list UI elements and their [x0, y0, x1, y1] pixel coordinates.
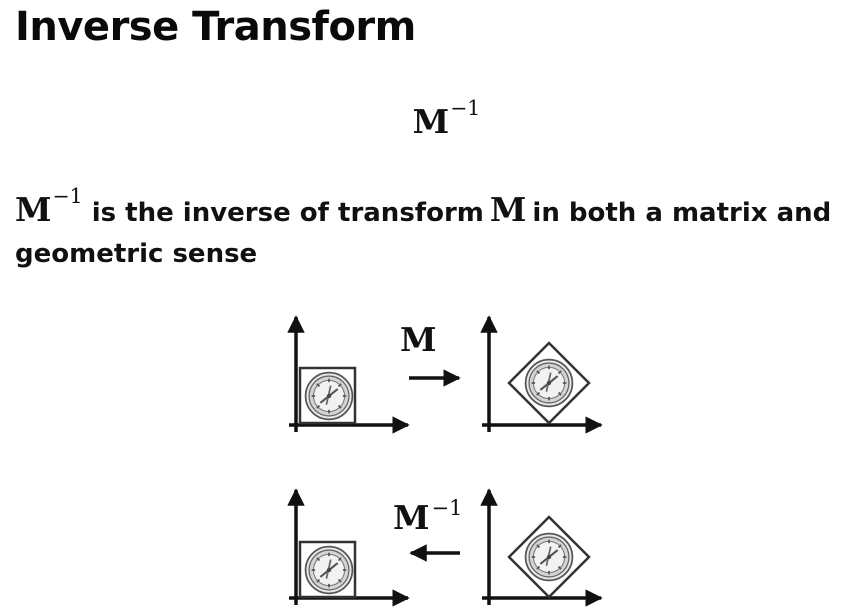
desc-text-a: is the inverse of transform — [91, 198, 484, 228]
centered-formula: M−1 — [0, 95, 845, 146]
clock-icon — [524, 532, 574, 582]
slide-title: Inverse Transform — [15, 4, 416, 50]
formula-m-inverse: M−1 — [412, 95, 481, 141]
desc-text-b: in both a matrix and geometric sense — [15, 198, 832, 269]
inverse-label: M−1 — [393, 496, 463, 537]
clock-icon — [304, 545, 354, 595]
forward-label: M — [400, 320, 437, 359]
clock-icon — [304, 371, 354, 421]
desc-m-inverse: M−1 — [15, 183, 83, 229]
axes-original-top — [287, 315, 410, 434]
axes-original-bottom — [287, 488, 410, 607]
clock-icon — [524, 358, 574, 408]
axes-transformed-top — [480, 315, 603, 434]
axes-transformed-bottom — [480, 488, 603, 607]
desc-m-symbol: M — [489, 190, 527, 229]
